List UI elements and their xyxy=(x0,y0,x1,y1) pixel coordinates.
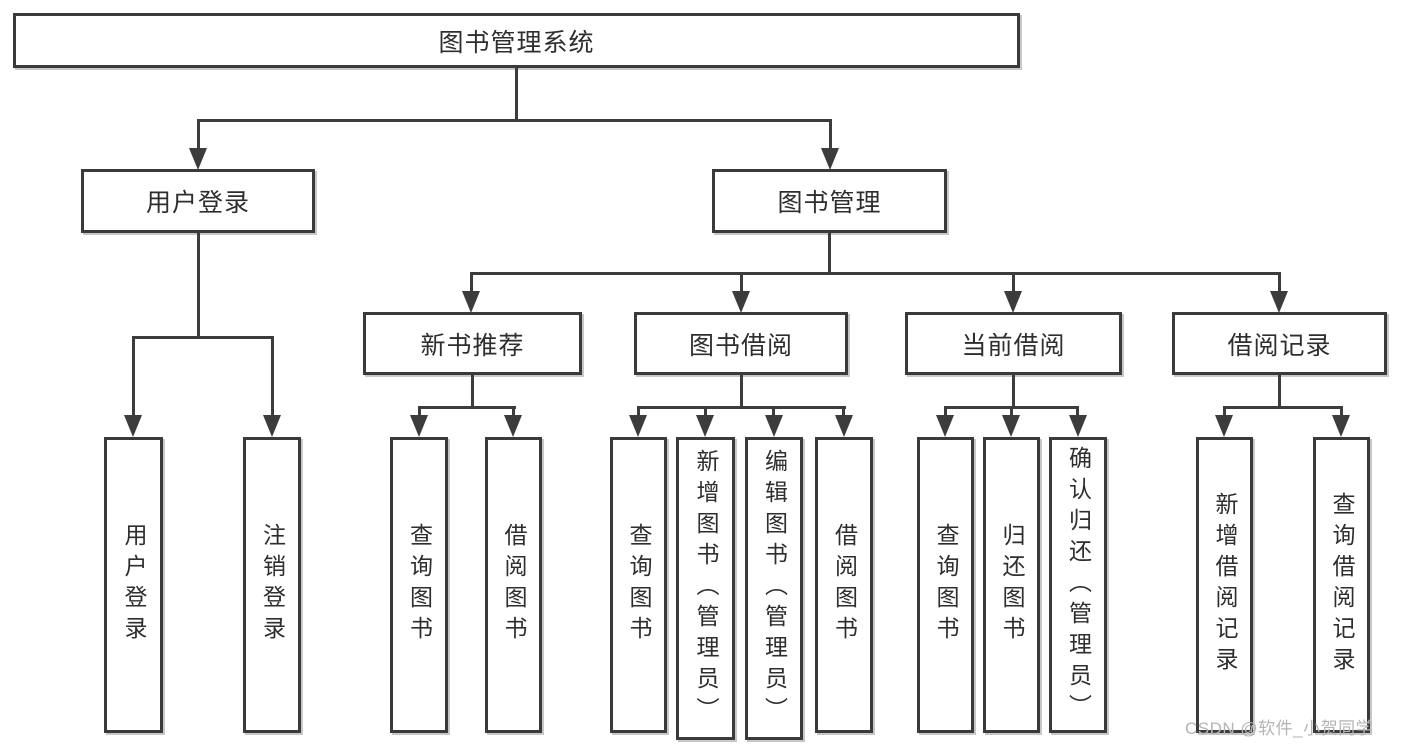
connector-line xyxy=(470,275,473,293)
connector-line xyxy=(132,339,135,416)
arrow-down-icon xyxy=(189,148,207,170)
node-label: 用户登录 xyxy=(121,523,147,647)
node-label: 查询借阅记录 xyxy=(1329,492,1355,678)
node-new-book-recommend: 新书推荐 xyxy=(363,312,582,375)
connector-line xyxy=(418,406,516,409)
arrow-down-icon xyxy=(504,415,522,437)
node-leaf-logout: 注销登录 xyxy=(243,437,301,733)
arrow-down-icon xyxy=(1215,415,1233,437)
connector-line xyxy=(637,406,846,409)
node-leaf-add-books-admin: 新增图书（管理员） xyxy=(676,437,735,740)
node-label: 借阅图书 xyxy=(831,523,858,647)
connector-line xyxy=(1076,409,1079,417)
node-leaf-add-borrow-record: 新增借阅记录 xyxy=(1196,437,1253,733)
connector-line xyxy=(197,233,200,336)
connector-line xyxy=(740,375,743,408)
connector-line xyxy=(1340,409,1343,417)
connector-line xyxy=(515,68,518,122)
connector-line xyxy=(1012,375,1015,408)
connector-line xyxy=(828,233,831,272)
arrow-down-icon xyxy=(821,148,839,170)
connector-line xyxy=(842,409,845,417)
connector-line xyxy=(197,119,832,122)
node-label: 确认归还（管理员） xyxy=(1065,445,1092,725)
node-leaf-borrow-books-2: 借阅图书 xyxy=(815,437,873,733)
arrow-down-icon xyxy=(263,415,281,437)
connector-line xyxy=(1278,275,1281,293)
node-leaf-borrow-books-1: 借阅图书 xyxy=(485,437,542,733)
connector-line xyxy=(772,409,775,417)
connector-line xyxy=(740,275,743,293)
watermark: CSDN @软件_小贺同学 xyxy=(1185,719,1374,738)
arrow-down-icon xyxy=(835,415,853,437)
node-book-borrowing: 图书借阅 xyxy=(634,312,848,375)
arrow-down-icon xyxy=(124,415,142,437)
connector-line xyxy=(944,406,1079,409)
connector-line xyxy=(132,336,274,339)
connector-line xyxy=(1223,406,1343,409)
arrow-down-icon xyxy=(410,415,428,437)
connector-line xyxy=(944,409,947,417)
node-leaf-query-books-2: 查询图书 xyxy=(610,437,667,733)
node-label: 查询图书 xyxy=(406,523,433,647)
node-label: 编辑图书（管理员） xyxy=(761,449,788,728)
arrow-down-icon xyxy=(462,291,480,313)
node-library-system: 图书管理系统 xyxy=(13,13,1020,68)
node-label: 新增借阅记录 xyxy=(1212,492,1238,678)
node-borrow-records: 借阅记录 xyxy=(1172,312,1387,375)
arrow-down-icon xyxy=(1069,415,1087,437)
connector-line xyxy=(271,339,274,416)
connector-line xyxy=(1010,409,1013,417)
connector-line xyxy=(1278,375,1281,408)
arrow-down-icon xyxy=(1002,415,1020,437)
connector-line xyxy=(829,122,832,150)
arrow-down-icon xyxy=(629,415,647,437)
node-label: 新增图书（管理员） xyxy=(693,449,719,728)
node-leaf-query-borrow-record: 查询借阅记录 xyxy=(1313,437,1370,733)
connector-line xyxy=(512,409,515,417)
node-leaf-confirm-return-admin: 确认归还（管理员） xyxy=(1049,437,1107,733)
connector-line xyxy=(470,272,1281,275)
connector-line xyxy=(197,122,200,150)
node-label: 借阅图书 xyxy=(501,523,527,647)
node-leaf-return-books: 归还图书 xyxy=(983,437,1040,733)
arrow-down-icon xyxy=(1004,291,1022,313)
connector-line xyxy=(418,409,421,417)
node-leaf-edit-books-admin: 编辑图书（管理员） xyxy=(745,437,803,740)
node-label: 查询图书 xyxy=(626,523,652,647)
node-leaf-query-books-1: 查询图书 xyxy=(390,437,448,733)
connector-line xyxy=(1223,409,1226,417)
connector-line xyxy=(637,409,640,417)
arrow-down-icon xyxy=(936,415,954,437)
node-label: 注销登录 xyxy=(259,523,286,647)
node-current-borrowing: 当前借阅 xyxy=(905,312,1122,375)
arrow-down-icon xyxy=(732,291,750,313)
arrow-down-icon xyxy=(1270,291,1288,313)
arrow-down-icon xyxy=(765,415,783,437)
connector-line xyxy=(471,375,474,408)
node-leaf-query-books-3: 查询图书 xyxy=(917,437,974,733)
connector-line xyxy=(1012,275,1015,293)
node-label: 查询图书 xyxy=(933,523,959,647)
node-label: 归还图书 xyxy=(999,523,1025,647)
node-book-management: 图书管理 xyxy=(712,169,947,233)
node-user-login: 用户登录 xyxy=(81,169,315,233)
node-leaf-user-login: 用户登录 xyxy=(104,437,163,733)
arrow-down-icon xyxy=(1332,415,1350,437)
arrow-down-icon xyxy=(696,415,714,437)
connector-line xyxy=(704,409,707,417)
